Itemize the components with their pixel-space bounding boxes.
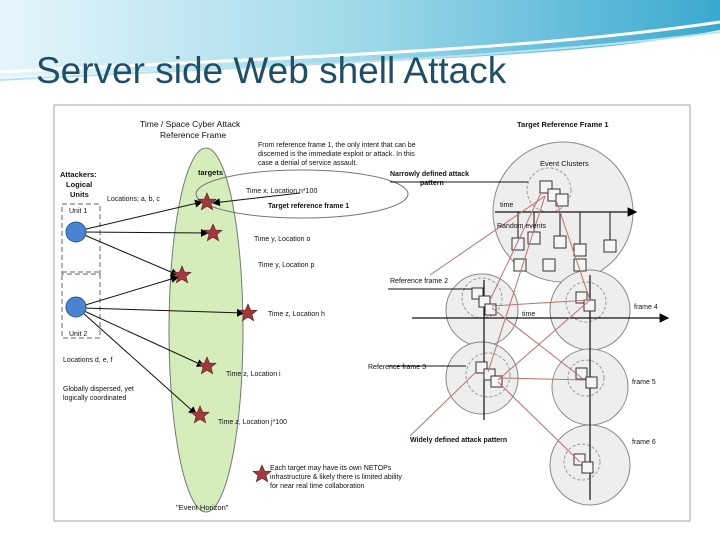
attackers-label-1: Attackers: <box>60 170 97 179</box>
widely-defined: Widely defined attack pattern <box>410 437 507 444</box>
target-star <box>197 192 217 211</box>
event-clusters: Event Clusters <box>540 159 589 168</box>
legend-text-2: infrastructure & likely there is limited… <box>270 474 402 481</box>
event-squares <box>471 180 617 474</box>
legend-text-1: Each target may have its own NETOPs <box>270 465 392 472</box>
frame-4-label: frame 4 <box>634 304 658 311</box>
time-label-4: Time z, Location h <box>268 311 325 318</box>
narrowly-defined-2: pattern <box>420 180 444 187</box>
reference-frame-3: Reference frame 3 <box>368 364 426 371</box>
time-label-3: Time y, Location p <box>258 262 315 269</box>
title-swoosh <box>0 0 720 81</box>
globally-dispersed-1: Globally dispersed, yet <box>63 386 134 393</box>
event-horizon-label: "Event Horizon" <box>176 503 229 512</box>
target-star <box>172 265 192 284</box>
unit1-label: Unit 1 <box>69 208 87 215</box>
attackers-label-2: Logical <box>66 180 92 189</box>
attackers-label-3: Units <box>70 190 89 199</box>
unit2-box <box>61 271 101 339</box>
unit2-circle <box>65 296 87 318</box>
reference-frame-ellipse <box>195 169 409 219</box>
target-reference-frame: Target reference frame 1 <box>268 203 349 210</box>
attack-arrows <box>81 181 528 415</box>
frame-5-label: frame 5 <box>632 379 656 386</box>
target-star <box>190 405 210 424</box>
dashed-inner-circles <box>461 167 607 481</box>
slide-title: Server side Web shell Attack <box>36 50 507 91</box>
globally-dispersed-2: logically coordinated <box>63 395 127 402</box>
legend-star <box>252 464 272 483</box>
heading-left-2: Reference Frame <box>160 130 226 140</box>
unit1-box <box>61 203 101 275</box>
targets-label: targets <box>198 168 223 177</box>
reference-note-2: discerned is the immediate exploit or at… <box>258 151 415 158</box>
locations-def: Locations d, e, f <box>63 357 112 364</box>
target-star <box>197 356 217 375</box>
time-mid-label: time <box>522 311 535 318</box>
heading-right: Target Reference Frame 1 <box>517 120 609 129</box>
legend-text-3: for near real time collaboration <box>270 483 365 490</box>
time-label-5: Time z, Location i <box>226 371 281 378</box>
reference-frame-2: Reference frame 2 <box>390 278 448 285</box>
pattern-links <box>409 192 591 463</box>
unit1-circle <box>65 221 87 243</box>
target-stars <box>172 192 272 483</box>
frame2-circle <box>445 273 519 347</box>
target-star <box>238 303 258 322</box>
frame-6-label: frame 6 <box>632 439 656 446</box>
random-events: Random events <box>497 223 547 230</box>
reference-note-3: case a denial of service assault. <box>258 160 357 167</box>
locations-abc: Locations; a, b, c <box>107 196 160 203</box>
event-horizon-ellipse <box>168 147 244 513</box>
heading-left-1: Time / Space Cyber Attack <box>140 119 241 129</box>
time-top-label: time <box>500 202 513 209</box>
narrowly-defined-1: Narrowly defined attack <box>390 171 469 178</box>
time-label-2: Time y, Location o <box>254 236 311 243</box>
target-star <box>203 223 223 242</box>
reference-note-1: From reference frame 1, the only intent … <box>258 142 416 149</box>
random-event-ticks <box>517 212 611 244</box>
time-label-1: Time x, Location n*100 <box>246 188 317 195</box>
time-label-6: Time z, Location j*100 <box>218 419 287 426</box>
unit2-label: Unit 2 <box>69 331 87 338</box>
